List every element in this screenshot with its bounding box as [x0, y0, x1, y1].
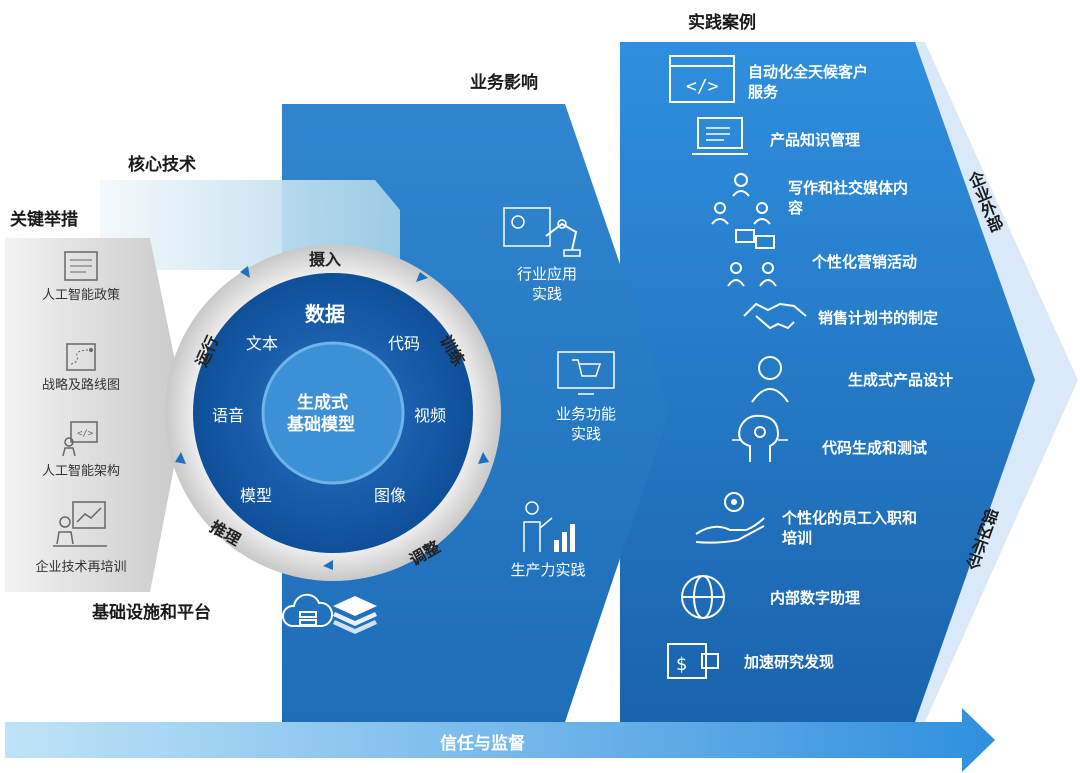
core-text-label: 文本: [246, 334, 279, 353]
case-item: 加速研究发现: [744, 652, 834, 672]
ring-arrow-4: [323, 560, 333, 570]
document-icon: [64, 251, 98, 281]
case-label-line1: 写作和社交媒体内: [788, 179, 909, 197]
impact-item: 行业应用 实践: [477, 206, 617, 304]
key-measure-label: 企业技术再培训: [35, 560, 127, 575]
impact-label-line1: 生产力实践: [510, 561, 586, 579]
case-label-line1: 自动化全天候客户: [748, 63, 869, 81]
core-center-line2: 基础模型: [287, 415, 355, 435]
person-chart-icon: [523, 501, 575, 552]
key-measure-item: </> 人工智能架构: [6, 420, 156, 479]
case-item: 生成式产品设计: [848, 370, 953, 390]
cloud-server-icon: [282, 593, 334, 627]
laptop-icon: [692, 117, 748, 155]
presentation-icon: </>: [62, 421, 98, 457]
svg-text:$: $: [676, 654, 687, 675]
case-item: 销售计划书的制定: [818, 308, 938, 328]
impact-item: 业务功能 实践: [516, 350, 656, 444]
circuit-head-icon: [732, 414, 788, 462]
ring-arrow-2: [416, 272, 428, 282]
case-item: 内部数字助理: [770, 588, 860, 608]
case-label-line1: 个性化营销活动: [812, 253, 918, 271]
layers-icon: [333, 596, 377, 634]
key-measure-label: 战略及路线图: [41, 378, 120, 393]
core-center-line1: 生成式: [297, 393, 348, 413]
core-data-label: 数据: [305, 302, 345, 326]
impact-item: 生产力实践: [478, 500, 618, 580]
case-label-line1: 内部数字助理: [770, 589, 861, 607]
key-measure-item: 人工智能政策: [6, 250, 156, 303]
case-label-line1: 生成式产品设计: [848, 371, 954, 389]
trust-arrow-label: 信任与监督: [440, 734, 525, 754]
core-speech-label: 语音: [212, 406, 245, 425]
ring-arrow-1: [240, 266, 250, 278]
impact-label-line1: 行业应用: [516, 265, 577, 283]
code-window-icon: </>: [669, 55, 735, 103]
case-label-line1: 个性化的员工入职和: [782, 509, 918, 527]
key-measures-header: 关键举措: [10, 210, 78, 230]
core-code-label: 代码: [388, 334, 421, 353]
ring-label-top: 摄入: [309, 250, 342, 269]
dollar-wallet-icon: $: [667, 643, 719, 679]
svg-text:</>: </>: [77, 429, 94, 439]
business-impact-header: 业务影响: [470, 73, 538, 93]
key-measure-label: 人工智能架构: [41, 464, 120, 479]
roadmap-icon: [66, 343, 96, 371]
handshake-icon: [743, 302, 807, 330]
case-item: 自动化全天候客户 服务: [748, 62, 868, 102]
trust-arrow-shape: [5, 708, 995, 772]
case-item: 产品知识管理: [770, 130, 860, 150]
core-video-label: 视频: [414, 406, 447, 425]
core-model-label: 模型: [240, 486, 273, 505]
ring-arrow-5: [175, 452, 186, 464]
case-label-line1: 代码生成和测试: [822, 439, 928, 457]
key-measure-item: 战略及路线图: [6, 342, 156, 393]
globe-icon: [681, 575, 725, 619]
case-item: 个性化的员工入职和 培训: [782, 508, 917, 548]
case-label-line1: 销售计划书的制定: [818, 309, 939, 327]
case-label-line2: 容: [788, 199, 804, 217]
key-measure-item: 企业技术再培训: [6, 500, 156, 575]
key-measure-label: 人工智能政策: [41, 288, 120, 303]
cases-header: 实践案例: [688, 13, 756, 33]
robot-arm-icon: [503, 207, 581, 257]
ring-center: [261, 341, 405, 485]
case-label-line2: 服务: [748, 83, 779, 101]
impact-label-line1: 业务功能: [555, 405, 616, 423]
training-icon: [53, 501, 107, 547]
impact-label-line2: 实践: [570, 425, 601, 443]
person-icon: [751, 356, 789, 403]
case-item: 写作和社交媒体内 容: [788, 178, 908, 218]
shopping-cart-icon: [557, 351, 615, 395]
gear-hand-icon: [695, 492, 765, 544]
case-item: 个性化营销活动: [812, 252, 917, 272]
svg-text:</>: </>: [686, 76, 719, 97]
case-label-line1: 加速研究发现: [744, 653, 835, 671]
case-item: 代码生成和测试: [822, 438, 927, 458]
case-label-line1: 产品知识管理: [770, 131, 861, 149]
key-measures-chevron: [5, 238, 185, 592]
chat-people-icon: [727, 229, 777, 287]
case-label-line2: 培训: [782, 529, 813, 547]
network-people-icon: [711, 173, 771, 225]
impact-label-line2: 实践: [531, 285, 562, 303]
ring-arrow-3: [478, 452, 489, 464]
infrastructure-header: 基础设施和平台: [92, 603, 211, 623]
core-image-label: 图像: [374, 486, 407, 505]
core-tech-header: 核心技术: [128, 155, 196, 175]
